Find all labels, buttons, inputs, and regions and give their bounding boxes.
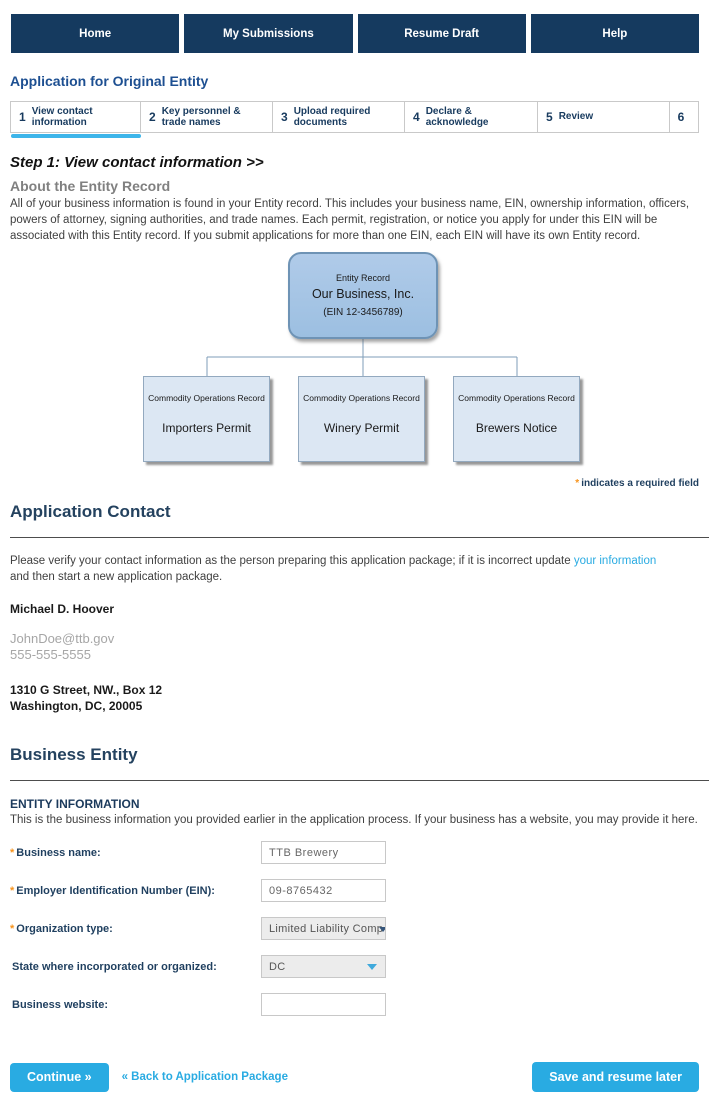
commodity-type-label: Commodity Operations Record (303, 392, 420, 403)
commodity-box-winery-permit: Commodity Operations Record Winery Permi… (298, 375, 425, 462)
tab-label: Declare & acknowledge (425, 105, 489, 129)
tab-number: 6 (677, 110, 685, 124)
entity-record-box: Entity Record Our Business, Inc. (EIN 12… (288, 251, 438, 339)
tab-number: 2 (149, 110, 156, 124)
tab-number: 5 (546, 110, 553, 124)
form-row: Business website: (10, 993, 699, 1017)
form-row: State where incorporated or organized: D… (10, 955, 699, 979)
select-value: Limited Liability Comp (269, 922, 384, 935)
entity-information-form: *Business name: *Employer Identification… (10, 841, 699, 1017)
business-website-input[interactable] (261, 993, 386, 1017)
state-incorporated-select[interactable]: DC (261, 955, 386, 979)
form-row: *Employer Identification Number (EIN): (10, 879, 699, 903)
entity-record-type-label: Entity Record (335, 272, 391, 283)
page: Home My Submissions Resume Draft Help Ap… (10, 14, 709, 1017)
contact-phone: 555-555-5555 (10, 647, 91, 663)
contact-email: JohnDoe@ttb.gov (10, 630, 115, 646)
form-row: *Business name: (10, 841, 699, 865)
commodity-type-label: Commodity Operations Record (458, 392, 575, 403)
nav-help-button[interactable]: Help (530, 14, 699, 53)
contact-address-line1: 1310 G Street, NW., Box 12 (10, 683, 163, 698)
nav-resume-draft-button[interactable]: Resume Draft (357, 14, 526, 53)
ein-label: *Employer Identification Number (EIN): (10, 885, 261, 897)
footer-actions: Continue » « Back to Application Package… (10, 1062, 699, 1092)
tab-step-4[interactable]: 4 Declare & acknowledge (405, 102, 538, 132)
entity-information-description: This is the business information you pro… (10, 814, 698, 827)
top-navigation: Home My Submissions Resume Draft Help (11, 14, 699, 53)
contact-name: Michael D. Hoover (10, 601, 115, 616)
organization-type-select[interactable]: Limited Liability Comp (261, 917, 386, 941)
contact-intro-text: Please verify your contact information a… (10, 553, 670, 585)
tab-label: Review (558, 111, 594, 123)
label-text: Business name: (16, 846, 101, 859)
required-note-text: indicates a required field (581, 477, 699, 489)
business-name-input[interactable] (261, 841, 386, 865)
required-asterisk: * (10, 922, 15, 935)
label-text: State where incorporated or organized: (12, 960, 217, 973)
about-entity-record-text: All of your business information is foun… (10, 198, 690, 242)
tab-number: 3 (281, 110, 288, 124)
label-text: Employer Identification Number (EIN): (16, 884, 215, 897)
intro-before: Please verify your contact information a… (10, 554, 574, 567)
form-row: *Organization type: Limited Liability Co… (10, 917, 699, 941)
tab-step-2[interactable]: 2 Key personnel & trade names (141, 102, 273, 132)
save-and-resume-button[interactable]: Save and resume later (532, 1062, 699, 1092)
step-heading: Step 1: View contact information >> (10, 154, 264, 171)
commodity-type-label: Commodity Operations Record (148, 392, 265, 403)
tab-step-5[interactable]: 5 Review (538, 102, 670, 132)
contact-email-phone: JohnDoe@ttb.gov 555-555-5555 (10, 631, 699, 664)
nav-home-button[interactable]: Home (11, 14, 180, 53)
entity-record-ein: (EIN 12-3456789) (323, 306, 403, 318)
required-field-note: *indicates a required field (10, 478, 699, 489)
state-incorporated-label: State where incorporated or organized: (10, 961, 261, 973)
step-tabs: 1 View contact information 2 Key personn… (10, 101, 699, 138)
business-name-label: *Business name: (10, 847, 261, 859)
required-asterisk: * (575, 477, 580, 489)
tab-number: 1 (19, 110, 26, 124)
label-text: Organization type: (16, 922, 113, 935)
business-entity-heading: Business Entity (10, 745, 138, 765)
tab-number: 4 (413, 110, 420, 124)
commodity-name: Winery Permit (323, 420, 400, 435)
ein-input[interactable] (261, 879, 386, 903)
about-entity-record-heading: About the Entity Record (10, 178, 171, 194)
entity-record-name: Our Business, Inc. (311, 286, 415, 301)
diagram-connector-lines (206, 338, 518, 376)
tab-step-6[interactable]: 6 (670, 102, 698, 132)
continue-button[interactable]: Continue » (10, 1062, 109, 1092)
your-information-link[interactable]: your information (573, 554, 657, 567)
application-contact-heading: Application Contact (10, 501, 171, 521)
tab-label: Key personnel & trade names (161, 105, 241, 129)
intro-after: and then start a new application package… (10, 570, 223, 583)
tab-step-1[interactable]: 1 View contact information (11, 102, 141, 138)
back-to-application-package-link[interactable]: « Back to Application Package (121, 1071, 288, 1083)
label-text: Business website: (12, 998, 108, 1011)
section-divider (10, 536, 709, 538)
entity-diagram: Entity Record Our Business, Inc. (EIN 12… (10, 251, 699, 464)
organization-type-label: *Organization type: (10, 923, 261, 935)
nav-my-submissions-button[interactable]: My Submissions (184, 14, 353, 53)
section-divider (10, 780, 709, 782)
select-value: DC (269, 960, 286, 973)
business-website-label: Business website: (10, 999, 261, 1011)
tab-label: Upload required documents (293, 105, 371, 129)
required-asterisk: * (10, 884, 15, 897)
commodity-box-importers-permit: Commodity Operations Record Importers Pe… (143, 375, 270, 462)
entity-information-subheading: ENTITY INFORMATION (10, 797, 140, 812)
required-asterisk: * (10, 846, 15, 859)
tab-label: View contact information (31, 105, 93, 129)
chevron-down-icon (379, 927, 385, 933)
contact-address-line2: Washington, DC, 20005 (10, 699, 143, 714)
commodity-name: Importers Permit (162, 420, 251, 435)
tab-step-3[interactable]: 3 Upload required documents (273, 102, 405, 132)
contact-address: 1310 G Street, NW., Box 12 Washington, D… (10, 683, 699, 715)
commodity-name: Brewers Notice (475, 420, 558, 435)
commodity-box-brewers-notice: Commodity Operations Record Brewers Noti… (453, 375, 580, 462)
chevron-down-icon (367, 964, 377, 971)
page-title: Application for Original Entity (10, 73, 209, 89)
